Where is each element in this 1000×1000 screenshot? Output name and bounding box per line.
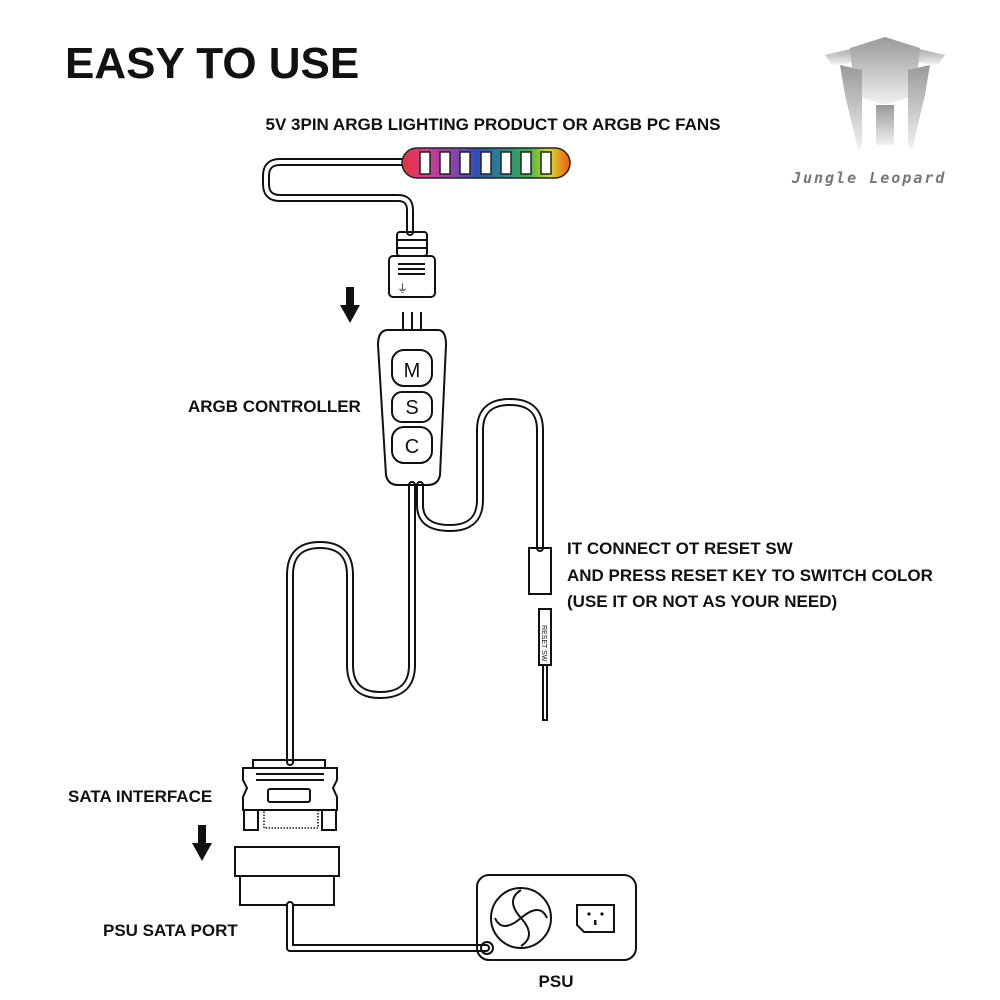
controller-label: ARGB CONTROLLER bbox=[188, 397, 361, 416]
speed-button[interactable] bbox=[391, 391, 433, 423]
power-socket-icon bbox=[576, 904, 615, 933]
brand-logo: Jungle Leopard bbox=[791, 37, 946, 187]
arrow-down-icon bbox=[340, 287, 360, 323]
button-s-label: S bbox=[405, 397, 418, 419]
reset-text-line1: IT CONNECT OT RESET SW bbox=[567, 539, 794, 558]
ground-icon: ⏚ bbox=[397, 282, 408, 295]
mode-button[interactable] bbox=[391, 349, 433, 387]
page-title: EASY TO USE bbox=[65, 39, 359, 88]
sata-interface-label: SATA INTERFACE bbox=[68, 787, 212, 806]
button-m-label: M bbox=[404, 360, 421, 382]
button-c-label: C bbox=[405, 436, 419, 458]
reset-sw-connector: RESET SW bbox=[528, 547, 552, 721]
reset-pin-label: RESET SW bbox=[540, 625, 547, 662]
sata-connector bbox=[242, 759, 338, 831]
argb-product-label: 5V 3PIN ARGB LIGHTING PRODUCT OR ARGB PC… bbox=[266, 115, 721, 134]
psu-sata-port bbox=[234, 846, 340, 906]
argb-3pin-connector: ⏚ bbox=[388, 231, 436, 298]
led-strip bbox=[401, 147, 571, 179]
argb-controller: M S C bbox=[376, 312, 448, 486]
fan-icon bbox=[490, 887, 552, 949]
reset-text-line2: AND PRESS RESET KEY TO SWITCH COLOR bbox=[567, 566, 933, 585]
reset-text-line3: (USE IT OR NOT AS YOUR NEED) bbox=[567, 592, 837, 611]
psu bbox=[476, 874, 637, 961]
brand-name: Jungle Leopard bbox=[791, 169, 946, 187]
arrow-down-icon bbox=[192, 825, 212, 861]
psu-label: PSU bbox=[539, 972, 574, 991]
psu-sata-port-label: PSU SATA PORT bbox=[103, 921, 238, 940]
color-button[interactable] bbox=[391, 426, 433, 464]
